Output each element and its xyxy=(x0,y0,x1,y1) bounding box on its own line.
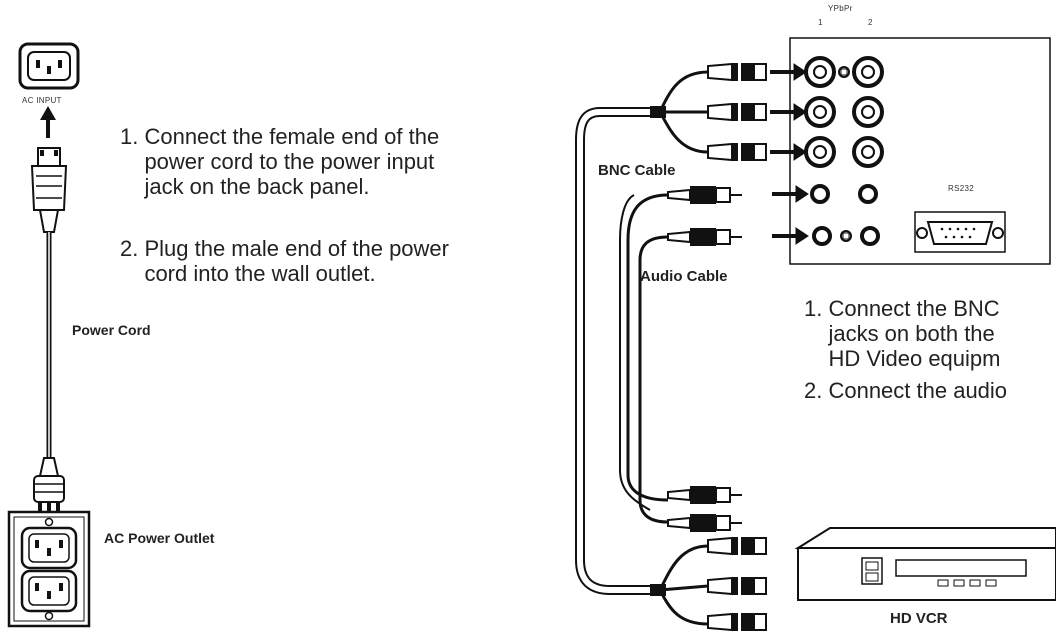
bnc-cable-connectors-top xyxy=(707,62,767,162)
input-2-label: 2 xyxy=(868,18,873,27)
bnc-jacks-input-1 xyxy=(804,56,836,168)
right-step-2: 2. Connect the audio xyxy=(804,378,1008,403)
audio-cable-label: Audio Cable xyxy=(640,268,728,285)
power-cord-male-plug xyxy=(33,457,65,524)
left-step-1: 1. Connect the female end of the power c… xyxy=(120,124,440,199)
audio-jacks xyxy=(810,184,880,246)
hd-vcr-device xyxy=(794,527,1056,601)
ypbpr-label: YPbPr xyxy=(828,4,853,13)
up-arrow-icon xyxy=(40,106,56,138)
power-cord-label: Power Cord xyxy=(72,322,151,338)
rs232-label: RS232 xyxy=(948,184,974,193)
bnc-jacks-input-2 xyxy=(852,56,884,168)
ac-power-outlet xyxy=(7,510,91,628)
left-step-2: 2. Plug the male end of the power cord i… xyxy=(120,236,449,286)
ac-input-label: AC INPUT xyxy=(22,96,62,105)
audio-cable xyxy=(619,193,669,524)
input-1-label: 1 xyxy=(818,18,823,27)
ac-input-socket xyxy=(18,42,80,90)
audio-cable-connectors-top xyxy=(667,186,742,246)
right-step-1: 1. Connect the BNC jacks on both the HD … xyxy=(804,296,1001,371)
ac-power-outlet-label: AC Power Outlet xyxy=(104,530,215,546)
audio-cable-connectors-bottom xyxy=(667,486,742,532)
small-connector-icon xyxy=(838,66,852,242)
bnc-cable-connectors-bottom xyxy=(707,536,767,632)
bnc-cable-label: BNC Cable xyxy=(598,162,676,179)
bnc-cable xyxy=(575,70,709,626)
right-arrow-icon xyxy=(770,63,809,245)
rs232-port xyxy=(914,211,1006,253)
hd-vcr-label: HD VCR xyxy=(890,610,948,627)
power-cord-female-plug xyxy=(30,147,68,233)
